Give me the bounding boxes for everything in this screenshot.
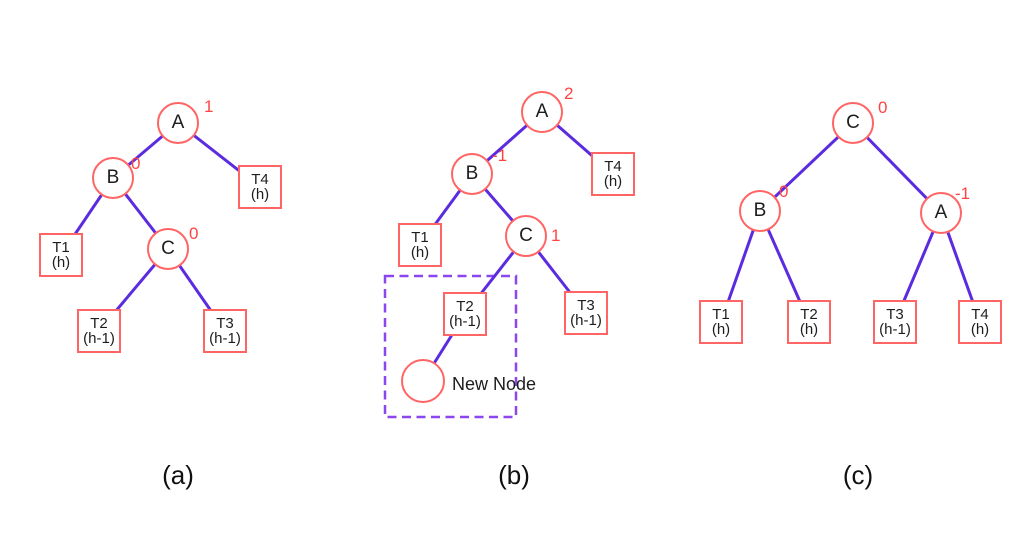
tree-a-leaf-T2: T2 (h-1) [77,309,121,353]
leaf-height: (h) [410,244,430,261]
tree-c-balance-B: 0 [779,182,789,201]
new-node-highlight-box [383,274,518,419]
leaf-height: (h) [603,173,623,190]
caption-c: (c) [842,460,874,490]
node-label: B [753,200,767,221]
leaf-height: (h) [799,321,819,338]
leaf-name: T3 [216,315,234,332]
tree-c-leaf-T2: T2 (h) [787,300,831,344]
tree-c-leaf-T3: T3 (h-1) [873,300,917,344]
tree-b-balance-A: 2 [564,84,574,103]
node-label: A [934,202,948,223]
leaf-name: T1 [411,229,429,246]
tree-c-balance-A: -1 [955,184,971,203]
tree-a-balance-B: 0 [131,154,141,173]
tree-c-node-B: B [739,190,781,232]
tree-b-balance-C: 1 [551,226,561,245]
leaf-name: T4 [251,171,269,188]
leaf-name: T2 [800,306,818,323]
tree-a-balance-C: 0 [189,224,199,243]
tree-b-leaf-T4: T4 (h) [591,152,635,196]
node-label: B [106,167,120,188]
leaf-height: (h-1) [83,330,115,347]
tree-b-new-node-circle [401,359,445,403]
tree-a-node-A: A [157,102,199,144]
new-node-label: New Node [452,374,537,394]
leaf-name: T1 [712,306,730,323]
tree-b-node-B: B [451,153,493,195]
leaf-height: (h) [711,321,731,338]
leaf-name: T3 [886,306,904,323]
tree-b-leaf-T1: T1 (h) [398,223,442,267]
leaf-name: T4 [604,158,622,175]
tree-b-node-A: A [521,91,563,133]
leaf-name: T2 [456,298,474,315]
tree-a-leaf-T1: T1 (h) [39,233,83,277]
tree-b-leaf-T2: T2 (h-1) [443,292,487,336]
tree-b-node-C: C [505,215,547,257]
tree-c-node-A: A [920,192,962,234]
tree-a-leaf-T4: T4 (h) [238,165,282,209]
tree-c-leaf-T4: T4 (h) [958,300,1002,344]
leaf-height: (h) [250,186,270,203]
node-label: C [519,225,533,246]
leaf-height: (h) [51,254,71,271]
tree-a-balance-A: 1 [204,97,214,116]
node-label: A [535,101,549,122]
leaf-name: T2 [90,315,108,332]
tree-a-node-B: B [92,157,134,199]
leaf-name: T3 [577,297,595,314]
leaf-name: T4 [971,306,989,323]
leaf-height: (h-1) [449,313,481,330]
tree-b-balance-B: -1 [492,146,508,165]
node-label: B [465,163,479,184]
leaf-height: (h-1) [879,321,911,338]
leaf-height: (h-1) [209,330,241,347]
node-label: C [161,238,175,259]
tree-a-leaf-T3: T3 (h-1) [203,309,247,353]
node-label: C [846,112,860,133]
caption-b: (b) [498,460,530,490]
node-label: A [171,112,185,133]
tree-c-leaf-T1: T1 (h) [699,300,743,344]
tree-a-node-C: C [147,228,189,270]
tree-b-leaf-T3: T3 (h-1) [564,291,608,335]
leaf-height: (h) [970,321,990,338]
leaf-height: (h-1) [570,312,602,329]
tree-c-node-C: C [832,102,874,144]
caption-a: (a) [162,460,194,490]
tree-c-balance-C: 0 [878,98,888,117]
leaf-name: T1 [52,239,70,256]
